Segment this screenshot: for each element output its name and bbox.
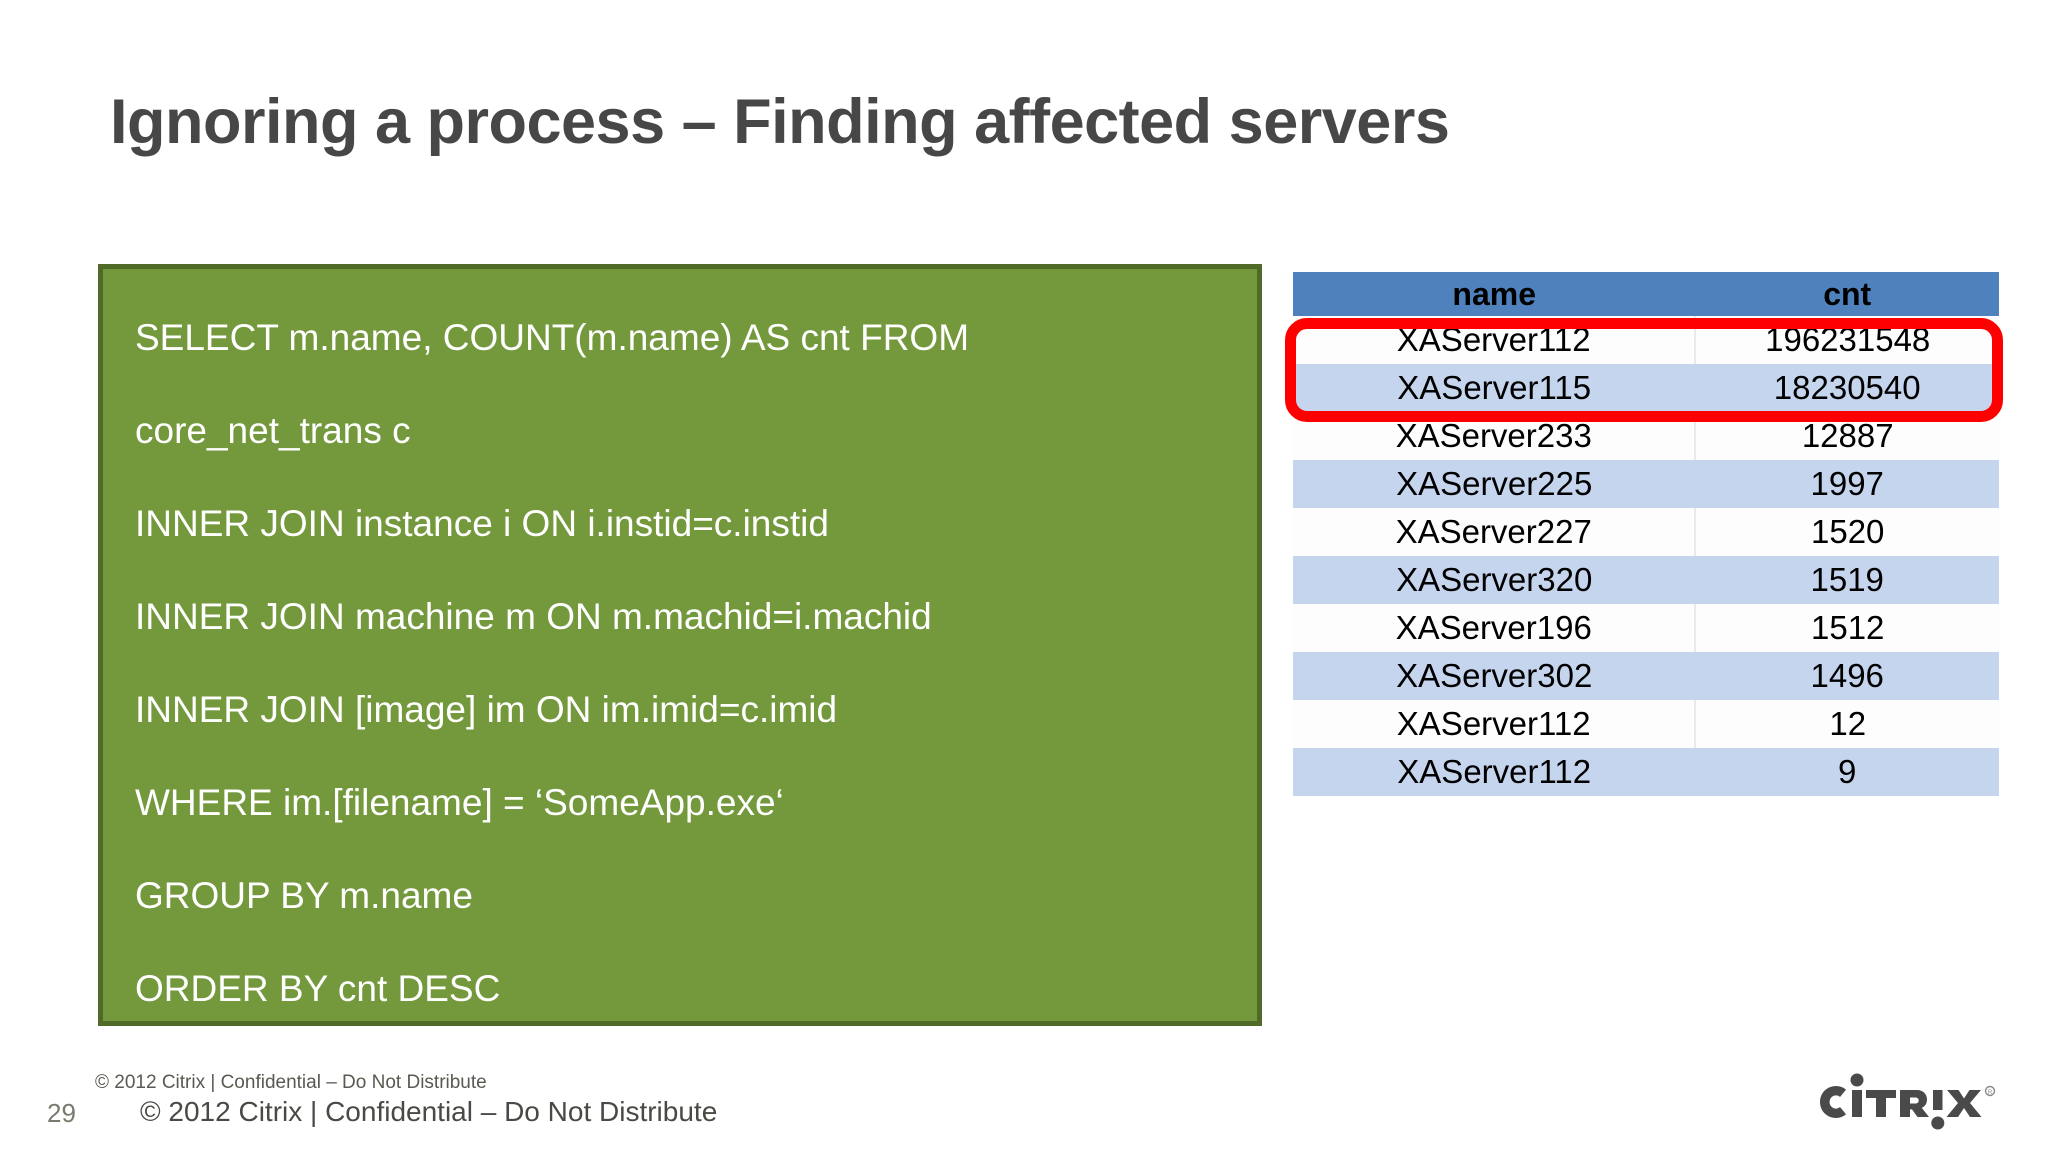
cell-count: 1997 xyxy=(1695,460,1999,508)
cell-count: 1519 xyxy=(1695,556,1999,604)
citrix-logo: R xyxy=(1806,1068,2006,1132)
sql-line: core_net_trans c xyxy=(135,410,411,451)
cell-server-name: XAServer115 xyxy=(1293,364,1696,412)
cell-server-name: XAServer112 xyxy=(1293,700,1697,748)
sql-line: INNER JOIN [image] im ON im.imid=c.imid xyxy=(135,689,838,730)
cell-count: 12887 xyxy=(1695,412,1999,460)
column-header-name: name xyxy=(1293,272,1696,316)
cell-count: 1512 xyxy=(1695,604,1999,652)
sql-line: INNER JOIN instance i ON i.instid=c.inst… xyxy=(135,503,829,544)
column-header-cnt: cnt xyxy=(1695,272,1999,316)
sql-line: WHERE im.[filename] = ‘SomeApp.exe‘ xyxy=(135,782,784,823)
cell-server-name: XAServer196 xyxy=(1293,604,1697,652)
cell-server-name: XAServer302 xyxy=(1293,652,1696,700)
cell-server-name: XAServer320 xyxy=(1293,556,1696,604)
cell-server-name: XAServer225 xyxy=(1293,460,1696,508)
cell-server-name: XAServer227 xyxy=(1293,508,1697,556)
cell-count: 196231548 xyxy=(1695,316,1999,364)
cell-count: 18230540 xyxy=(1695,364,1999,412)
svg-text:R: R xyxy=(1988,1090,1993,1096)
cell-count: 9 xyxy=(1695,748,1999,796)
sql-line: GROUP BY m.name xyxy=(135,875,473,916)
sql-query-text: SELECT m.name, COUNT(m.name) AS cnt FROM… xyxy=(135,291,1245,1035)
footer-copyright-large: © 2012 Citrix | Confidential – Do Not Di… xyxy=(140,1096,718,1127)
cell-count: 1496 xyxy=(1695,652,1999,700)
sql-line: SELECT m.name, COUNT(m.name) AS cnt FROM xyxy=(135,317,970,358)
table-header-row: name cnt xyxy=(1293,272,1999,316)
cell-server-name: XAServer112 xyxy=(1293,316,1697,364)
sql-line: ORDER BY cnt DESC xyxy=(135,968,501,1009)
footer-copyright-small: © 2012 Citrix | Confidential – Do Not Di… xyxy=(95,1072,487,1093)
sql-query-panel: SELECT m.name, COUNT(m.name) AS cnt FROM… xyxy=(98,264,1262,1026)
cell-count: 12 xyxy=(1695,700,1999,748)
slide-number: 29 xyxy=(47,1098,76,1128)
page-title: Ignoring a process – Finding affected se… xyxy=(110,87,1450,157)
cell-server-name: XAServer112 xyxy=(1293,748,1696,796)
cell-server-name: XAServer233 xyxy=(1293,412,1697,460)
cell-count: 1520 xyxy=(1695,508,1999,556)
sql-line: INNER JOIN machine m ON m.machid=i.machi… xyxy=(135,596,932,637)
